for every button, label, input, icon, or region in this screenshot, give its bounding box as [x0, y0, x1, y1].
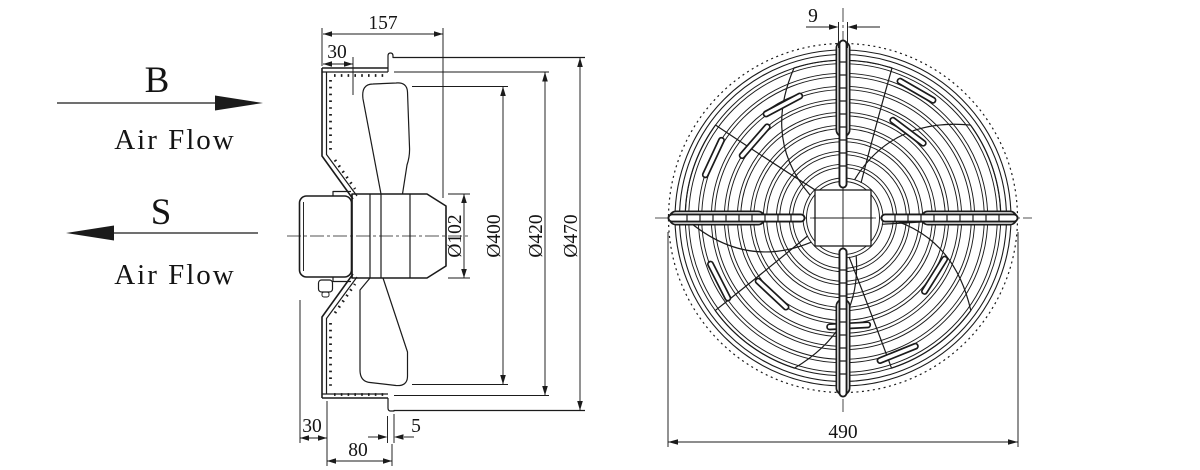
hub-assembly: [351, 193, 447, 279]
dim-hub-diameter: Ø102: [445, 214, 466, 257]
blade-bottom-profile: [359, 277, 409, 387]
dim-overall-diameter: Ø470: [561, 214, 582, 257]
flow-direction-s-label: S: [151, 192, 172, 233]
airflow-right-arrow-icon: [57, 95, 263, 111]
housing-outline: [321, 52, 585, 412]
dim-depth-total: 157: [368, 13, 398, 34]
airflow-left-arrow-icon: [66, 225, 258, 241]
flow-direction-b-label: B: [145, 60, 170, 101]
flow-b-caption: Air Flow: [114, 124, 236, 156]
dim-lip: 5: [411, 416, 421, 437]
motor-body: [298, 190, 353, 298]
cable-gland: [317, 279, 334, 293]
flow-s-caption: Air Flow: [114, 259, 236, 291]
guard-slots: [701, 77, 949, 364]
dim-tab-width: 9: [808, 6, 818, 27]
dim-frame-depth: 80: [348, 440, 368, 461]
guard-spokes: [667, 39, 1019, 398]
side-dimensions: 157 30 Ø102 Ø400 Ø420: [299, 13, 583, 466]
dim-opening-diameter: Ø420: [526, 214, 547, 257]
front-view: 9 490: [655, 6, 1032, 447]
front-dimensions: 9 490: [667, 6, 1019, 447]
dim-inlet-depth: 30: [327, 42, 347, 63]
dim-impeller-diameter: Ø400: [484, 214, 505, 257]
dim-guard-diameter: 490: [828, 422, 857, 443]
side-view: 157 30 Ø102 Ø400 Ø420: [287, 13, 585, 466]
hub-and-mount: [802, 177, 884, 259]
dim-motor-protrusion: 30: [302, 416, 322, 437]
airflow-legend: B Air Flow S Air Flow: [57, 60, 263, 291]
blade-top-profile: [362, 82, 411, 195]
